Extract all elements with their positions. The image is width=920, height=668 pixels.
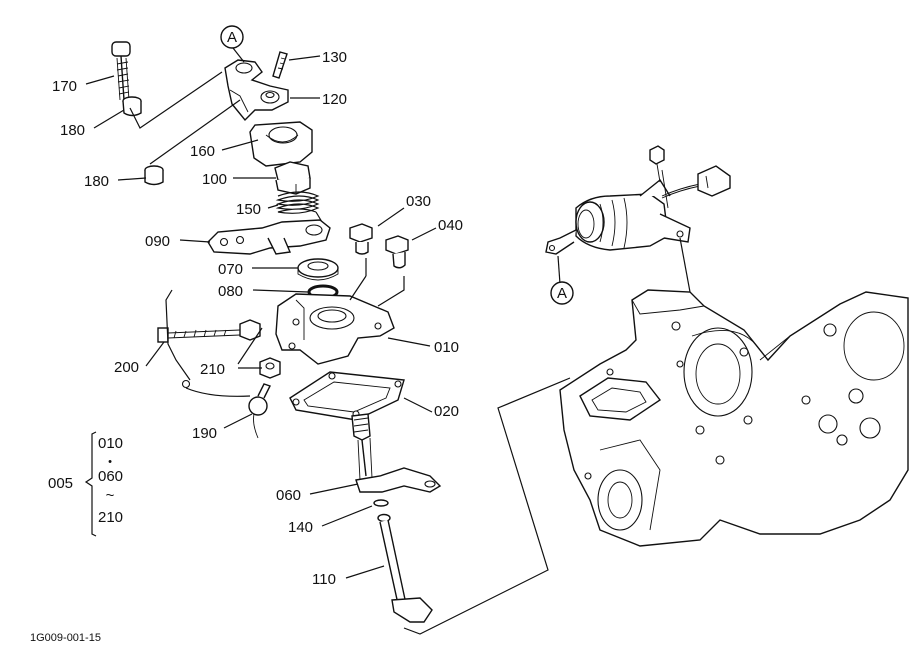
- part-120-lever[interactable]: [224, 59, 289, 122]
- reference-marker-a-right[interactable]: A: [550, 281, 574, 305]
- assembly-line-4: ~: [106, 487, 115, 504]
- part-connector[interactable]: [661, 165, 731, 199]
- label-090[interactable]: 090: [145, 233, 170, 250]
- part-180-nut-upper[interactable]: [122, 96, 142, 117]
- label-210[interactable]: 210: [200, 361, 225, 378]
- assembly-line-2: •: [108, 456, 112, 468]
- assembly-line-5: 210: [98, 509, 123, 526]
- label-020[interactable]: 020: [434, 403, 459, 420]
- label-060[interactable]: 060: [276, 487, 301, 504]
- part-150-spring[interactable]: [275, 191, 323, 223]
- label-170[interactable]: 170: [52, 78, 77, 95]
- label-150[interactable]: 150: [236, 201, 261, 218]
- reference-marker-a-top-text: A: [227, 29, 237, 46]
- label-040[interactable]: 040: [438, 217, 463, 234]
- assembly-code[interactable]: 005: [48, 475, 73, 492]
- label-140[interactable]: 140: [288, 519, 313, 536]
- label-070[interactable]: 070: [218, 261, 243, 278]
- reference-marker-a-right-text: A: [557, 285, 567, 302]
- label-080[interactable]: 080: [218, 283, 243, 300]
- part-070-washer[interactable]: [297, 258, 339, 281]
- part-210-nut-lower[interactable]: [259, 357, 281, 379]
- label-200[interactable]: 200: [114, 359, 139, 376]
- part-110-shaft[interactable]: [377, 513, 433, 623]
- label-160[interactable]: 160: [190, 143, 215, 160]
- part-060-shaft-arm[interactable]: [351, 413, 442, 493]
- part-090-plate[interactable]: [207, 219, 331, 255]
- part-160-collar[interactable]: [249, 121, 313, 167]
- assembly-line-1: 010: [98, 435, 123, 452]
- part-100-nut[interactable]: [274, 161, 311, 195]
- part-number-labels: 170 180 180 130 120 160 100 150 090 030 …: [52, 49, 463, 588]
- label-180-upper[interactable]: 180: [60, 122, 85, 139]
- part-210-nut-upper[interactable]: [239, 319, 261, 341]
- part-170-bolt[interactable]: [111, 41, 131, 101]
- part-030-bolt[interactable]: [349, 223, 373, 255]
- assembly-bracket-005: 005 010 • 060 ~ 210: [48, 431, 123, 537]
- label-030[interactable]: 030: [406, 193, 431, 210]
- part-010-housing[interactable]: [275, 293, 395, 365]
- label-100[interactable]: 100: [202, 171, 227, 188]
- diagram-code: 1G009-001-15: [30, 632, 101, 644]
- part-200-bolt[interactable]: [157, 327, 241, 343]
- part-020-gasket[interactable]: [289, 371, 405, 421]
- label-010[interactable]: 010: [434, 339, 459, 356]
- part-140-washer[interactable]: [373, 499, 389, 507]
- assembly-line-3: 060: [98, 468, 123, 485]
- label-120[interactable]: 120: [322, 91, 347, 108]
- reference-marker-a-top[interactable]: A: [220, 25, 244, 49]
- label-190[interactable]: 190: [192, 425, 217, 442]
- engine-block: [559, 289, 909, 547]
- part-190-ball-joint[interactable]: [248, 383, 271, 439]
- part-040-bolt[interactable]: [385, 235, 409, 269]
- label-110[interactable]: 110: [312, 571, 336, 588]
- part-130-pin[interactable]: [272, 51, 288, 79]
- leader-lines: [85, 47, 691, 635]
- part-actuator-solenoid[interactable]: [545, 145, 691, 255]
- part-180-nut-lower[interactable]: [144, 165, 164, 186]
- label-130[interactable]: 130: [322, 49, 347, 66]
- label-180-lower[interactable]: 180: [84, 173, 109, 190]
